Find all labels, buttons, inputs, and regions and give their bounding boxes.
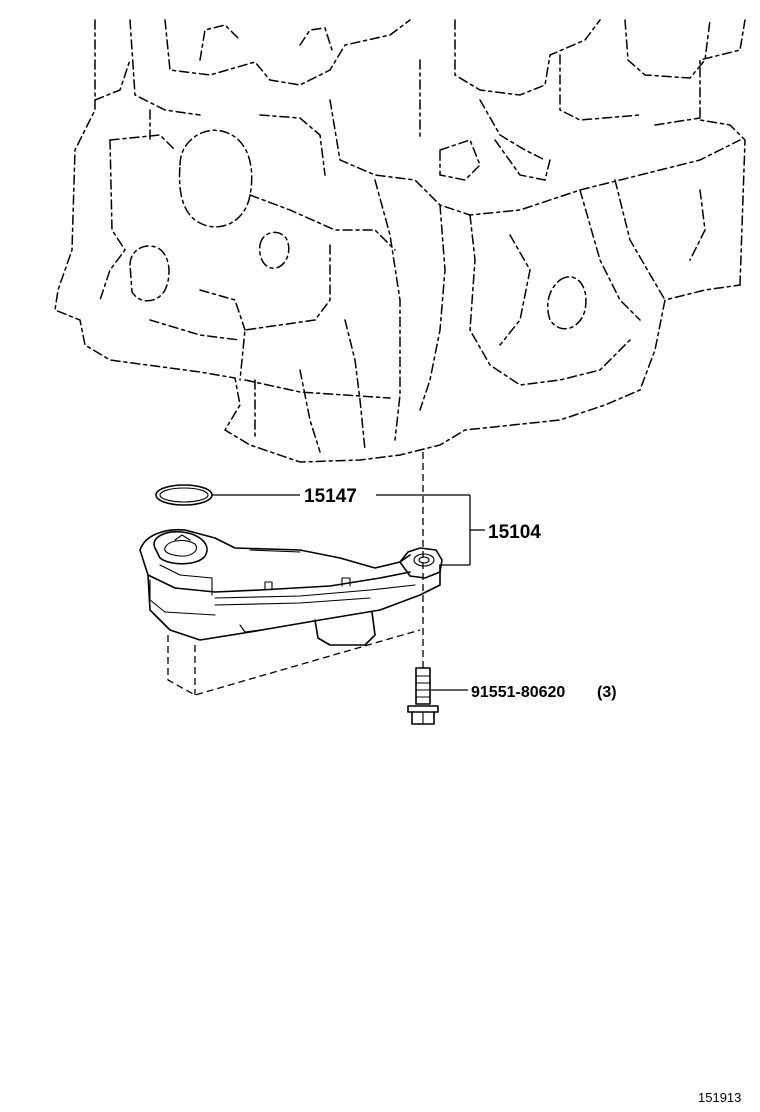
callout-o-ring: 15147 [304, 486, 357, 507]
figure-number: 151913 [698, 1090, 741, 1105]
flange-bolt-part [407, 667, 439, 725]
callout-bolt-qty: (3) [597, 684, 617, 701]
leader-lines [212, 494, 485, 691]
callout-strainer-assembly: 15104 [488, 522, 541, 543]
callout-bolt: 91551-80620 [471, 684, 565, 701]
engine-block-outline [54, 19, 746, 463]
oil-strainer-part [139, 528, 443, 696]
o-ring-part [155, 484, 213, 506]
